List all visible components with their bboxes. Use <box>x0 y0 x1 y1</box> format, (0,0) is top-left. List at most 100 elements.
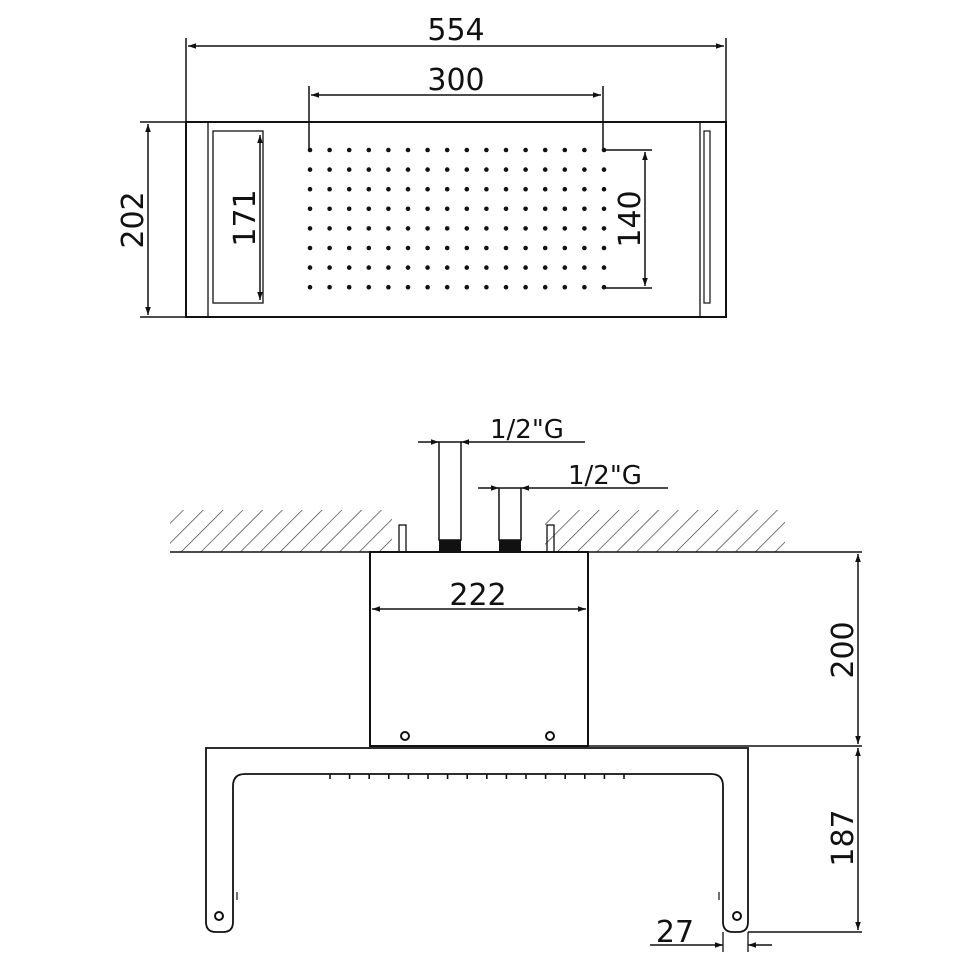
nozzle-dot <box>444 284 450 290</box>
nozzle-dot <box>542 206 548 212</box>
nozzle-dot <box>582 284 587 290</box>
dim-label-200: 200 <box>826 621 861 678</box>
dim-label-171: 171 <box>228 189 263 246</box>
nozzle-dot <box>327 284 332 290</box>
nozzle-dot <box>405 186 411 192</box>
nozzle-dot <box>405 167 411 172</box>
nozzle-dot <box>425 167 430 172</box>
shower-head-outline <box>185 121 727 318</box>
nozzle-dot <box>307 206 313 212</box>
nozzle-dot <box>523 186 528 192</box>
nozzle-dot <box>444 265 450 270</box>
housing-screw-left <box>400 731 410 741</box>
nozzle-dot <box>523 226 528 231</box>
nozzle-dot <box>307 245 313 251</box>
nozzle-dot <box>346 284 352 290</box>
nozzle-dot <box>346 226 352 231</box>
nozzle-dot <box>464 265 470 270</box>
dim-label-202: 202 <box>116 191 151 248</box>
nozzle-dot <box>405 284 411 290</box>
nozzle-dot <box>542 186 548 192</box>
nozzle-dot <box>484 147 489 153</box>
nozzle-dot <box>327 245 332 251</box>
nozzle-dot <box>503 226 509 231</box>
nozzle-dot <box>346 147 352 153</box>
nozzle-dot <box>484 265 489 270</box>
nozzle-dot <box>327 226 332 231</box>
inlet-pipe-2 <box>498 487 522 541</box>
nozzle-dot <box>307 284 313 290</box>
nozzle-dot <box>464 206 470 212</box>
frame-pin-left <box>214 911 224 921</box>
nozzle-dot <box>484 245 489 251</box>
nozzle-dot <box>386 245 391 251</box>
nozzle-dot <box>464 147 470 153</box>
nozzle-dot <box>523 245 528 251</box>
nozzle-dot <box>484 284 489 290</box>
nozzle-dot <box>542 167 548 172</box>
nozzle-dot <box>425 265 430 270</box>
dim-label-554: 554 <box>427 13 484 48</box>
nozzle-dot <box>562 245 568 251</box>
dim-label-300: 300 <box>427 63 484 98</box>
housing-screw-right <box>545 731 555 741</box>
nozzle-dot <box>386 186 391 192</box>
nozzle-dot <box>601 186 607 192</box>
top-view: 554 300 202 171 140 <box>116 13 727 318</box>
nozzle-dot <box>523 206 528 212</box>
nozzle-dot <box>307 147 313 153</box>
nozzle-dot <box>562 147 568 153</box>
nozzle-dot <box>366 147 372 153</box>
nozzle-dot <box>503 147 509 153</box>
nozzle-dot <box>366 186 372 192</box>
nozzle-dot <box>601 167 607 172</box>
nozzle-dot <box>562 226 568 231</box>
nozzle-dot <box>542 226 548 231</box>
ceiling-hatch-right <box>545 510 785 552</box>
ceiling-hatch-left <box>170 510 392 552</box>
nozzle-dot <box>405 245 411 251</box>
nozzle-dot <box>346 265 352 270</box>
nozzle-dot <box>464 284 470 290</box>
nozzle-dot <box>562 284 568 290</box>
nozzle-dot <box>484 226 489 231</box>
nozzle-dot <box>444 226 450 231</box>
inlet-2-thread-label: 1/2"G <box>568 461 642 491</box>
nozzle-dot <box>503 245 509 251</box>
nozzle-dot <box>582 186 587 192</box>
nozzle-dot <box>582 147 587 153</box>
u-frame <box>205 747 749 933</box>
nozzle-dot <box>582 245 587 251</box>
nozzle-dot <box>327 206 332 212</box>
nozzle-dot <box>366 226 372 231</box>
nozzle-dot <box>386 206 391 212</box>
nozzle-dot <box>601 147 607 153</box>
dim-label-27: 27 <box>656 915 694 950</box>
nozzle-dot <box>405 206 411 212</box>
nozzle-dot <box>327 265 332 270</box>
housing-box <box>369 551 589 747</box>
nozzle-dot <box>464 186 470 192</box>
nozzle-dot <box>444 186 450 192</box>
inlet-pipe-2-nut <box>499 540 521 552</box>
nozzle-grid <box>307 147 607 290</box>
nozzle-dot <box>366 245 372 251</box>
dim-label-187: 187 <box>826 809 861 866</box>
nozzle-dot <box>444 147 450 153</box>
nozzle-dot <box>542 284 548 290</box>
frame-pin-right <box>732 911 742 921</box>
nozzle-dot <box>484 167 489 172</box>
nozzle-dot <box>464 226 470 231</box>
nozzle-dot <box>425 147 430 153</box>
nozzle-dot <box>366 206 372 212</box>
nozzle-dot <box>601 284 607 290</box>
nozzle-dot <box>405 147 411 153</box>
nozzle-dot <box>346 167 352 172</box>
nozzle-dot <box>601 265 607 270</box>
nozzle-dot <box>386 284 391 290</box>
nozzle-dot <box>327 167 332 172</box>
nozzle-dot <box>405 226 411 231</box>
nozzle-dot <box>307 167 313 172</box>
nozzle-dot <box>327 147 332 153</box>
nozzle-dot <box>523 147 528 153</box>
